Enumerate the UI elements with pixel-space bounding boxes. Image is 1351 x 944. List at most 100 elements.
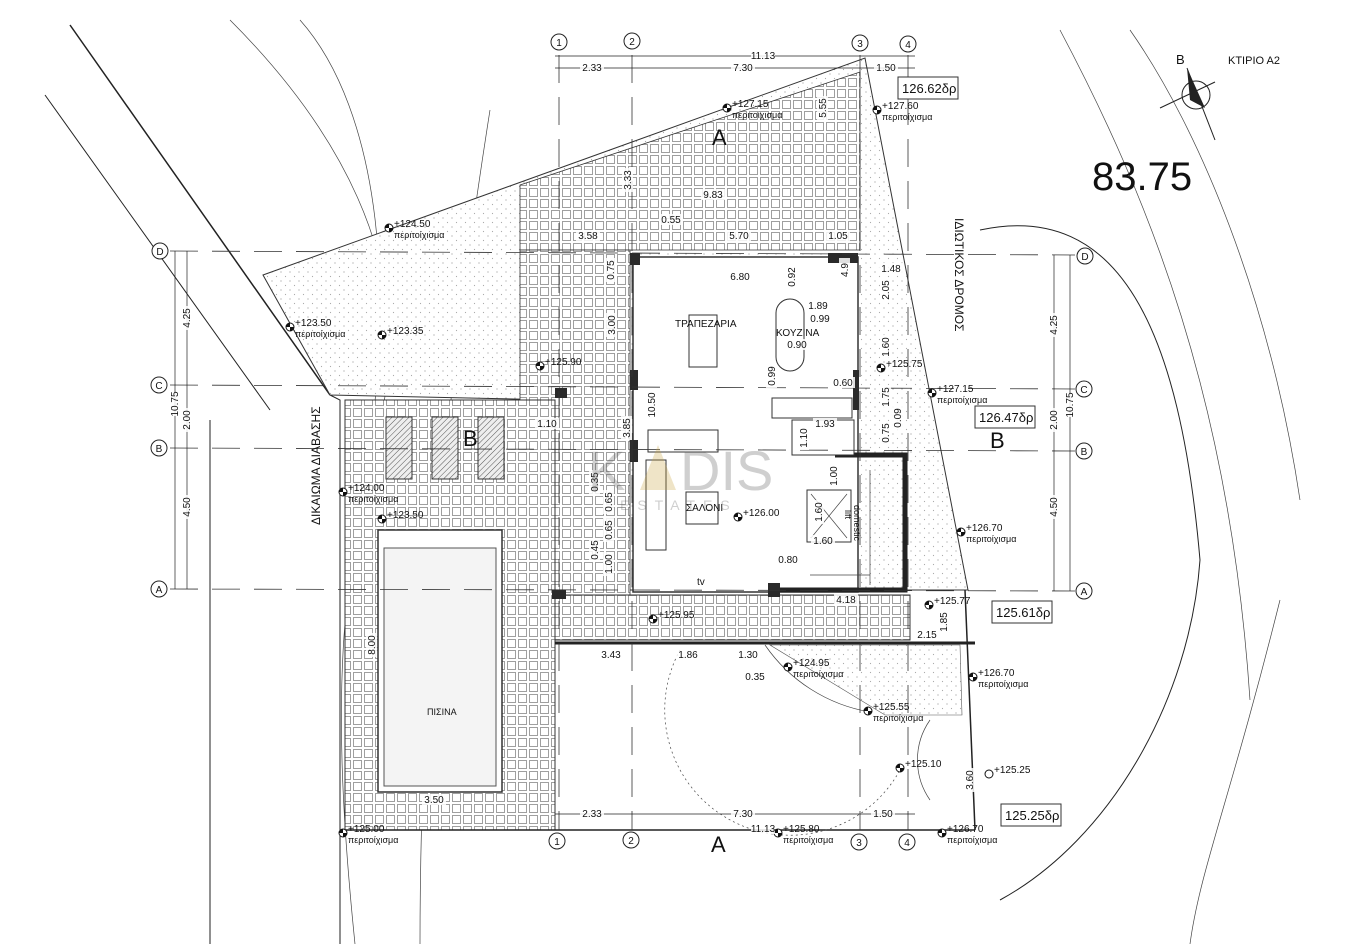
grid-axis-label: 3 xyxy=(856,838,862,849)
grid-axis-bubble: C xyxy=(1075,380,1093,398)
grid-axis-label: 1 xyxy=(556,38,562,49)
dimension-label: 1.00 xyxy=(604,554,615,574)
dimension-label: 3.58 xyxy=(578,231,598,242)
grid-axis-label: B xyxy=(1081,447,1088,458)
watermark-logo: K DIS ESTATES xyxy=(588,439,773,513)
dimension-label: 2.33 xyxy=(582,63,602,74)
grid-axis-bubble: 1 xyxy=(548,832,566,850)
dimension-label: 3.85 xyxy=(622,418,633,438)
grid-axis-label: 3 xyxy=(857,39,863,50)
grid-axis-bubble: 4 xyxy=(898,833,916,851)
grid-axis-label: A xyxy=(1081,587,1088,598)
dimension-label: 1.89 xyxy=(808,301,828,312)
dimension-label: 1.86 xyxy=(678,650,698,661)
dining-table xyxy=(688,314,718,368)
boxed-level: 126.62δρ xyxy=(897,76,959,100)
coffee-table xyxy=(685,491,719,525)
section-mark-a-bottom: A xyxy=(711,832,726,857)
dimension-label: 6.80 xyxy=(730,272,750,283)
elevation-note: περιτοίχισμα xyxy=(348,494,398,504)
boxed-level-label: 125.25δρ xyxy=(1005,808,1059,823)
grid-axis-bubble: D xyxy=(151,242,169,260)
street-label-private-road: ΙΔΙΩΤΙΚΟΣ ΔΡΟΜΟΣ xyxy=(952,218,966,331)
dimension-label: 10.50 xyxy=(647,392,658,417)
elevation-note: περιτοίχισμα xyxy=(793,669,843,679)
grid-axis-label: 4 xyxy=(904,838,910,849)
elevation-marker: +125.10 xyxy=(895,759,942,773)
dimension-label: 2.05 xyxy=(881,280,892,300)
dimension-label: 1.30 xyxy=(738,650,758,661)
grid-axis-label: 2 xyxy=(628,836,634,847)
boxed-level: 126.47δρ xyxy=(974,405,1036,429)
dimension-label: 1.50 xyxy=(876,63,896,74)
dimension-label: 2.33 xyxy=(582,809,602,820)
dimension-label: 1.05 xyxy=(828,231,848,242)
svg-text:K: K xyxy=(588,439,625,502)
section-mark-b-right: B xyxy=(990,428,1005,453)
dimension-label: 4.18 xyxy=(836,595,856,606)
elevation-value: +125.00 xyxy=(348,824,385,835)
dimension-label: 0.55 xyxy=(661,215,681,226)
grid-axis-label: C xyxy=(1080,385,1087,396)
dimension-label: 0.65 xyxy=(604,492,615,512)
grid-axis-bubble: D xyxy=(1076,247,1094,265)
kitchen-island xyxy=(775,298,805,372)
dimension-label: 0.35 xyxy=(590,472,601,492)
dimension-label: 11.13 xyxy=(751,824,776,835)
dimension-label: 2.00 xyxy=(182,410,193,430)
elevation-note: περιτοίχισμα xyxy=(394,230,444,240)
building-title: ΚΤΙΡΙΟ Α2 xyxy=(1228,55,1280,67)
elevation-note: περιτοίχισμα xyxy=(873,713,923,723)
grid-axis-label: 1 xyxy=(554,837,560,848)
elevation-value: +125.90 xyxy=(545,357,582,368)
dimension-label: 1.93 xyxy=(815,419,835,430)
boxed-level-label: 126.62δρ xyxy=(902,81,956,96)
elevation-note: περιτοίχισμα xyxy=(348,835,398,845)
dimension-label: 5.55 xyxy=(818,98,829,118)
north-arrow-icon: B xyxy=(1159,52,1216,141)
grid-axis-bubble: 2 xyxy=(623,32,641,50)
sofa xyxy=(647,429,719,453)
grid-axis-bubble: 1 xyxy=(550,33,568,51)
dimension-label: 1.10 xyxy=(799,428,810,448)
grid-axis-label: 2 xyxy=(629,37,635,48)
dimension-label: 3.60 xyxy=(965,770,976,790)
elevation-note: περιτοίχισμα xyxy=(732,110,782,120)
dimension-label: 4.50 xyxy=(182,497,193,517)
boxed-level: 125.25δρ xyxy=(1000,803,1062,827)
section-mark-b-left: B xyxy=(463,426,478,451)
sun-lounger xyxy=(385,416,413,480)
boxed-level-label: 126.47δρ xyxy=(979,410,1033,425)
dimension-label: 1.60 xyxy=(881,337,892,357)
grid-axis-label: C xyxy=(155,381,162,392)
dimension-label: 11.13 xyxy=(751,51,776,62)
elevation-value: +123.35 xyxy=(387,326,424,337)
sun-lounger xyxy=(431,416,459,480)
elevation-value: +126.70 xyxy=(978,668,1015,679)
dimension-label: 10.75 xyxy=(170,391,181,416)
elevation-marker: +123.50 xyxy=(377,510,424,524)
counter xyxy=(771,397,853,419)
grid-axis-bubble: 4 xyxy=(899,35,917,53)
elevation-value: +125.80 xyxy=(783,824,820,835)
grid-axis-bubble: 3 xyxy=(850,833,868,851)
elevation-note: περιτοίχισμα xyxy=(783,835,833,845)
svg-text:B: B xyxy=(1176,52,1185,67)
elevation-value: +125.75 xyxy=(886,359,923,370)
dimension-label: 10.75 xyxy=(1065,392,1076,417)
grid-axis-label: D xyxy=(156,247,163,258)
elevation-note: περιτοίχισμα xyxy=(937,395,987,405)
elevation-value: +125.10 xyxy=(905,759,942,770)
grid-axis-label: B xyxy=(156,444,163,455)
room-label-tv: tv xyxy=(697,577,705,588)
dimension-label: 3.50 xyxy=(424,795,444,806)
dimension-label: 0.99 xyxy=(767,366,778,386)
street-label-right-of-way: ΔΙΚΑΙΩΜΑ ΔΙΑΒΑΣΗΣ xyxy=(309,406,323,525)
room-label-living: ΣΑΛΟΝΙ xyxy=(686,503,723,514)
